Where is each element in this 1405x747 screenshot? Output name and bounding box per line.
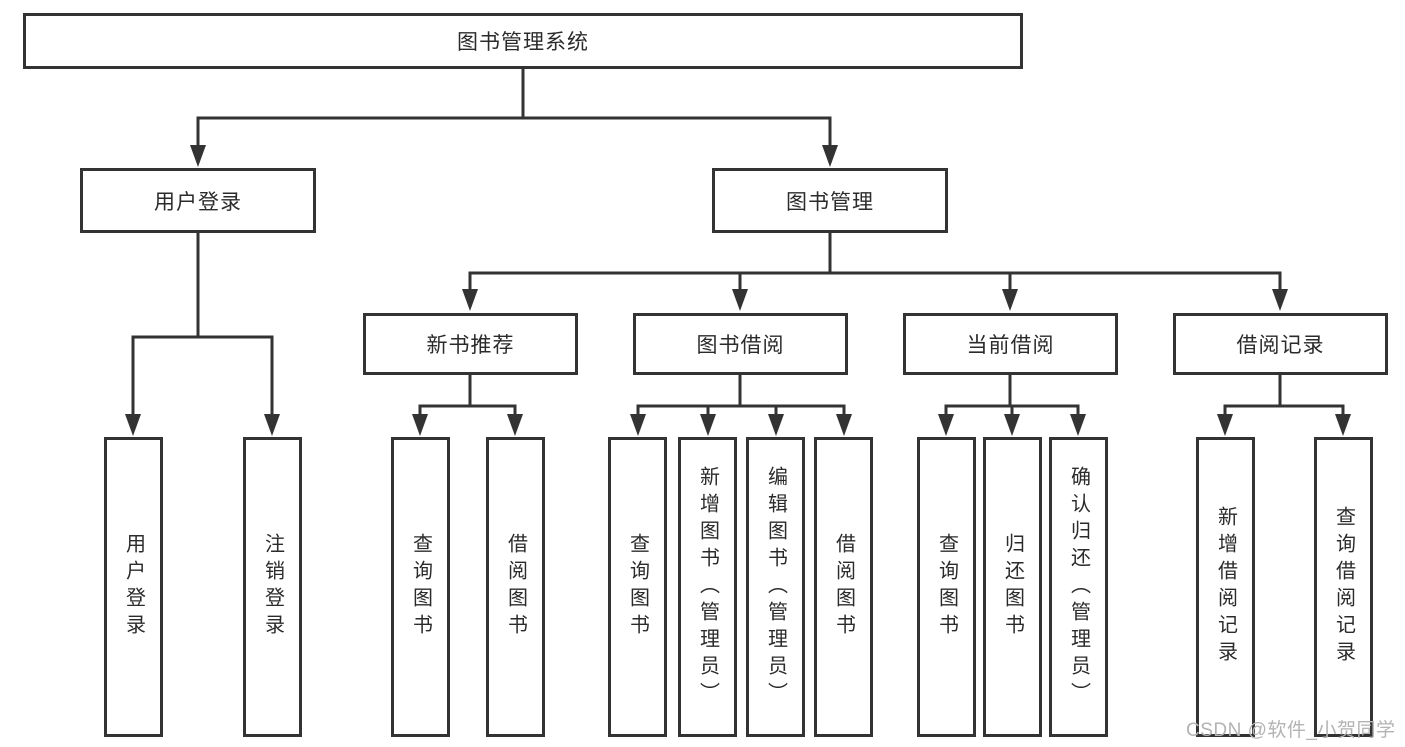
arrow-down-icon xyxy=(1070,414,1086,436)
leaf-label: 新增借阅记录 xyxy=(1214,506,1237,668)
leaf-label: 新增图书（管理员） xyxy=(696,465,719,709)
leaf-query-borrow-record: 查询借阅记录 xyxy=(1314,437,1373,737)
leaf-add-book-admin: 新增图书（管理员） xyxy=(678,437,737,737)
leaf-label: 查询图书 xyxy=(626,533,649,641)
leaf-label: 用户登录 xyxy=(122,533,145,641)
leaf-confirm-return-admin: 确认归还（管理员） xyxy=(1049,437,1108,737)
arrow-down-icon xyxy=(836,414,852,436)
connector-borrow-records xyxy=(1223,375,1345,416)
arrow-down-icon xyxy=(1335,414,1351,436)
leaf-label: 查询图书 xyxy=(935,533,958,641)
arrow-down-icon xyxy=(700,414,716,436)
arrow-down-icon xyxy=(190,145,206,167)
leaf-user-login: 用户登录 xyxy=(104,437,163,737)
arrow-down-icon xyxy=(507,414,523,436)
arrow-down-icon xyxy=(822,145,838,167)
leaf-query-books-current: 查询图书 xyxy=(917,437,976,737)
node-current-borrow: 当前借阅 xyxy=(903,313,1118,375)
arrow-down-icon xyxy=(1272,289,1288,311)
leaf-query-books-recommend: 查询图书 xyxy=(391,437,450,737)
arrow-down-icon xyxy=(264,414,280,436)
leaf-query-books-borrow: 查询图书 xyxy=(608,437,667,737)
leaf-label: 借阅图书 xyxy=(504,533,527,641)
arrow-down-icon xyxy=(1217,414,1233,436)
node-user-login: 用户登录 xyxy=(80,168,316,233)
arrow-down-icon xyxy=(1004,414,1020,436)
leaf-return-book: 归还图书 xyxy=(983,437,1042,737)
arrow-down-icon xyxy=(938,414,954,436)
node-book-management: 图书管理 xyxy=(712,168,948,233)
leaf-label: 借阅图书 xyxy=(832,533,855,641)
arrow-down-icon xyxy=(412,414,428,436)
connector-root xyxy=(196,69,832,147)
leaf-borrow-books: 借阅图书 xyxy=(814,437,873,737)
arrow-down-icon xyxy=(630,414,646,436)
leaf-label: 注销登录 xyxy=(261,533,284,641)
leaf-label: 查询借阅记录 xyxy=(1332,506,1355,668)
leaf-edit-book-admin: 编辑图书（管理员） xyxy=(746,437,805,737)
connector-book-borrow xyxy=(636,375,846,416)
node-borrow-records: 借阅记录 xyxy=(1173,313,1388,375)
arrow-down-icon xyxy=(768,414,784,436)
connector-user-login xyxy=(131,233,274,416)
arrow-down-icon xyxy=(732,289,748,311)
arrow-down-icon xyxy=(125,414,141,436)
leaf-label: 确认归还（管理员） xyxy=(1067,465,1090,709)
connector-book-management xyxy=(468,233,1282,292)
leaf-label: 查询图书 xyxy=(409,533,432,641)
arrow-down-icon xyxy=(462,289,478,311)
connector-new-book-recommend xyxy=(418,375,517,416)
node-book-borrow: 图书借阅 xyxy=(633,313,848,375)
leaf-borrow-books-recommend: 借阅图书 xyxy=(486,437,545,737)
csdn-watermark: CSDN @软件_小贺同学 xyxy=(1186,720,1396,741)
node-new-book-recommend: 新书推荐 xyxy=(363,313,578,375)
leaf-label: 归还图书 xyxy=(1001,533,1024,641)
connector-current-borrow xyxy=(944,375,1080,416)
leaf-add-borrow-record: 新增借阅记录 xyxy=(1196,437,1255,737)
arrow-down-icon xyxy=(1002,289,1018,311)
leaf-label: 编辑图书（管理员） xyxy=(764,465,787,709)
node-library-management-system: 图书管理系统 xyxy=(23,13,1023,69)
leaf-logout: 注销登录 xyxy=(243,437,302,737)
